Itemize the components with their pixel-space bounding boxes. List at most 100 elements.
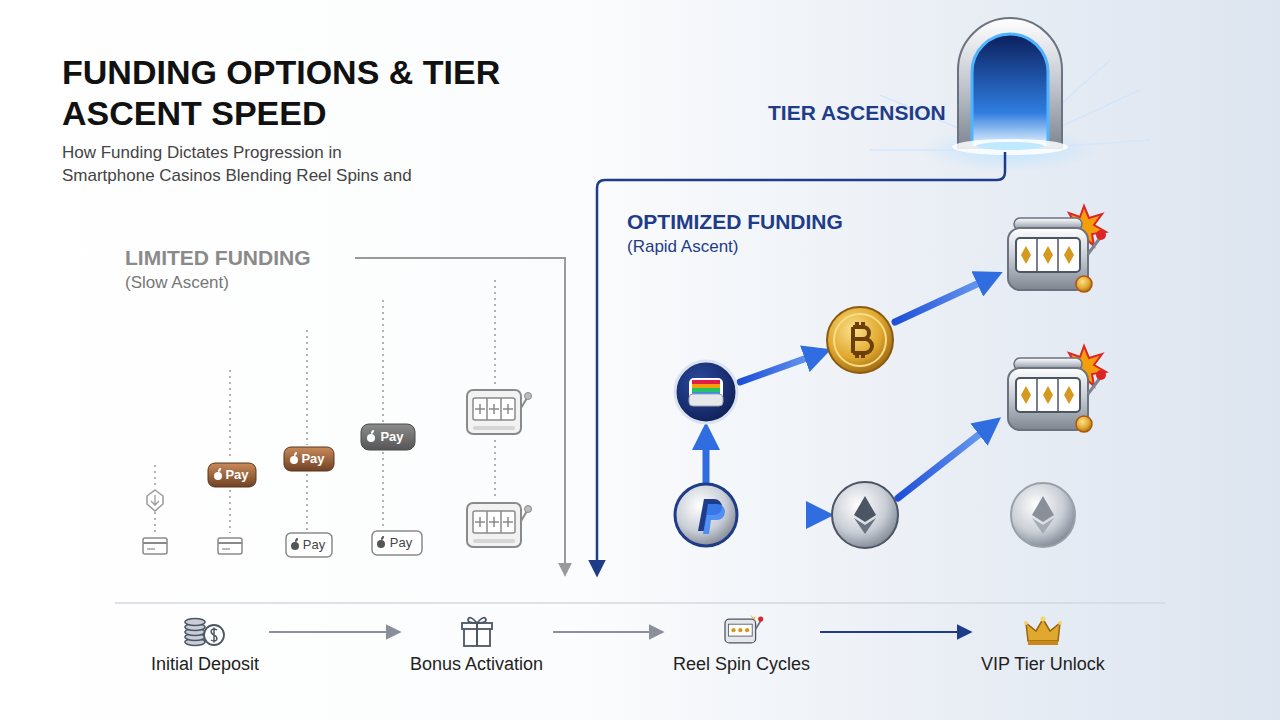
limited-funding-icons — [291, 537, 299, 550]
limited-funding-icons — [155, 280, 495, 533]
optimized-funding-line — [597, 152, 1005, 574]
limited-funding-icons — [382, 452, 384, 528]
limited-funding-icons — [147, 490, 163, 511]
ethereum-coin — [854, 518, 876, 534]
limited-funding-icons — [372, 531, 422, 555]
ethereum-coin — [1011, 483, 1075, 547]
limited-funding-icons — [377, 535, 385, 548]
wallet-icon — [692, 384, 720, 388]
badge-label: Pay — [390, 536, 412, 551]
limited-funding-icons — [143, 538, 167, 554]
step-icon — [755, 621, 760, 630]
step-icon — [758, 617, 763, 622]
step-icon — [468, 618, 486, 623]
limited-funding-icons — [290, 451, 298, 464]
group-subheading: (Slow Ascent) — [125, 273, 229, 293]
ethereum-coin — [1032, 496, 1054, 522]
timeline-baseline — [115, 602, 1165, 604]
portal — [958, 18, 1062, 148]
step-icon — [1028, 641, 1058, 645]
flow-arrow — [269, 631, 400, 633]
portal — [972, 34, 1048, 146]
ethereum-coin — [832, 482, 898, 548]
step-icon — [457, 614, 497, 648]
portal — [972, 34, 1048, 146]
limited-funding-icons — [494, 440, 496, 497]
title: FUNDING OPTIONS & TIER ASCENT SPEED — [62, 52, 502, 134]
limited-funding-icons — [367, 429, 375, 442]
optimized-funding-arrows — [740, 354, 818, 382]
step-icon — [1040, 617, 1045, 622]
portal — [976, 142, 1044, 150]
wallet-icon — [675, 361, 737, 423]
group-heading: OPTIMIZED FUNDING — [627, 210, 843, 234]
step-icon — [725, 619, 756, 643]
optimized-funding-arrows — [703, 436, 710, 482]
limited-funding-icons — [361, 424, 415, 450]
slot-machine — [1008, 346, 1106, 432]
optimized-funding-arrows — [706, 278, 990, 515]
limited-funding-icons — [229, 490, 231, 533]
limited-funding-icons — [229, 370, 231, 460]
limited-funding-icons — [218, 538, 242, 554]
step-icon — [211, 628, 217, 643]
limited-funding-icons — [143, 280, 532, 557]
step-label: Reel Spin Cycles — [673, 654, 810, 675]
bitcoin-coin — [853, 322, 872, 358]
step-icon — [750, 615, 756, 622]
step-icon — [1026, 619, 1060, 641]
limited-funding-icons — [154, 465, 156, 488]
flow-arrow — [553, 631, 663, 633]
step-icon — [204, 625, 224, 645]
bitcoin-coin — [827, 307, 893, 373]
limited-funding-line — [355, 258, 565, 574]
optimized-funding-line — [597, 152, 1005, 574]
wallet-icon — [689, 378, 723, 406]
step-icon — [1023, 614, 1063, 648]
limited-funding-icons — [306, 330, 308, 445]
bitcoin-coin — [834, 314, 886, 366]
limited-funding-line — [355, 258, 565, 574]
paypal-icon — [703, 504, 725, 534]
flow-step: Initial Deposit — [147, 614, 263, 675]
paypal-icon — [675, 484, 737, 546]
wallet-icon — [692, 388, 720, 392]
step-label: Bonus Activation — [410, 654, 543, 675]
ethereum-coin — [832, 482, 898, 548]
optimized-funding-arrows — [895, 278, 990, 322]
wallet-icon — [675, 361, 737, 423]
step-label: VIP Tier Unlock — [981, 654, 1105, 675]
step-icon — [1024, 621, 1028, 625]
optimized-funding-arrows — [898, 426, 990, 498]
limited-funding-icons — [494, 280, 496, 384]
badge-label: Pay — [303, 538, 325, 553]
ethereum-coin — [1011, 483, 1075, 547]
step-icon — [738, 628, 742, 632]
limited-funding-icons — [467, 390, 532, 434]
step-icon — [1058, 621, 1062, 625]
limited-funding-icons — [286, 533, 332, 557]
limited-funding-icons — [214, 467, 222, 480]
wallet-icon — [689, 394, 723, 406]
step-icon — [745, 628, 749, 632]
wallet-icon — [692, 380, 720, 384]
badge-label: Pay — [380, 430, 403, 445]
step-icon — [185, 619, 205, 646]
flow-step: Reel Spin Cycles — [669, 614, 814, 675]
step-icon — [476, 623, 478, 646]
portal — [870, 18, 1150, 172]
step-icon — [185, 619, 205, 626]
region-heading: TIER ASCENSION — [768, 101, 946, 125]
ethereum-coin — [854, 496, 876, 522]
limited-funding-icons — [306, 474, 308, 530]
step-icon — [731, 628, 735, 632]
bitcoin-coin — [827, 307, 893, 373]
step-icon — [728, 624, 752, 636]
flow-step: Bonus Activation — [406, 614, 547, 675]
flow-step: VIP Tier Unlock — [977, 614, 1109, 675]
limited-funding-icons — [151, 495, 159, 505]
limited-funding-icons — [467, 503, 532, 547]
group-heading: LIMITED FUNDING — [125, 246, 310, 270]
